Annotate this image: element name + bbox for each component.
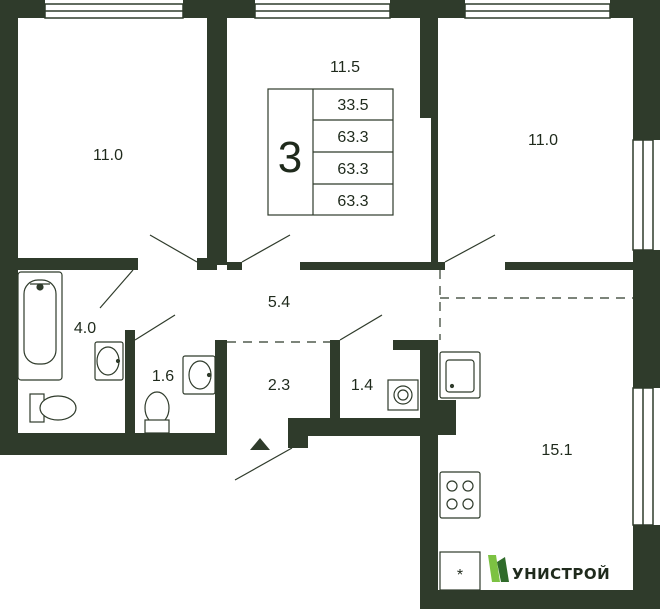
wall-laundry-top bbox=[393, 340, 428, 350]
room-labels: 11.0 11.5 11.0 5.4 4.0 1.6 2.3 1.4 15.1 bbox=[74, 59, 573, 459]
door-toilet bbox=[134, 314, 176, 341]
wall-hall-step bbox=[288, 418, 308, 448]
brand-name: УНИСТРОЙ bbox=[512, 564, 610, 583]
room-area-kitchen: 15.1 bbox=[541, 442, 572, 459]
kitchen-sink-icon bbox=[439, 351, 481, 399]
wall-center-right-top bbox=[420, 18, 438, 118]
door-bedroom-center bbox=[241, 234, 291, 263]
entrance-marker-icon bbox=[250, 438, 270, 450]
wall-toilet-hall bbox=[215, 340, 227, 455]
wall-top-seg-2 bbox=[183, 0, 255, 18]
room-area-bedroom-center: 11.5 bbox=[330, 59, 360, 76]
wall-bottom-left bbox=[0, 433, 215, 455]
wall-top-seg-1 bbox=[0, 0, 45, 18]
wall-right-seg-2 bbox=[633, 250, 660, 388]
wall-h-center bbox=[300, 262, 445, 270]
toilet-room-toilet-icon bbox=[144, 391, 170, 434]
rooms-count: 3 bbox=[278, 133, 302, 182]
door-entrance bbox=[234, 447, 293, 481]
bathroom-sink-icon bbox=[94, 341, 124, 381]
door-bedroom-right bbox=[444, 234, 496, 263]
door-bathroom bbox=[99, 269, 134, 309]
wall-h-left bbox=[18, 258, 138, 270]
room-area-toilet: 1.6 bbox=[152, 368, 174, 385]
room-area-hall: 2.3 bbox=[268, 377, 290, 394]
wall-outer-left bbox=[0, 0, 18, 455]
brand-logo: УНИСТРОЙ bbox=[488, 555, 610, 583]
fixtures bbox=[17, 271, 481, 591]
wall-bath-toilet bbox=[125, 330, 135, 440]
toilet-room-sink-icon bbox=[182, 355, 216, 395]
door-laundry bbox=[339, 314, 383, 341]
room-area-bathroom: 4.0 bbox=[74, 320, 96, 337]
bathtub-icon bbox=[17, 271, 63, 381]
wall-kitchen-stub bbox=[438, 400, 456, 435]
wall-bedroom-left-right bbox=[207, 18, 227, 265]
wall-hall-laundry bbox=[330, 340, 340, 435]
wall-bottom-kitchen bbox=[420, 590, 660, 609]
wall-kitchen-left bbox=[420, 340, 438, 609]
fridge-asterisk: * bbox=[457, 567, 463, 584]
apartment-info-box: 3 33.5 63.3 63.3 63.3 bbox=[267, 88, 394, 216]
washing-machine-icon bbox=[387, 379, 419, 411]
wall-top-seg-3 bbox=[390, 0, 465, 18]
area-value-4: 63.3 bbox=[337, 193, 368, 210]
room-area-corridor: 5.4 bbox=[268, 294, 290, 311]
wall-h-right bbox=[505, 262, 633, 270]
room-area-bedroom-right: 11.0 bbox=[528, 132, 558, 149]
area-value-1: 33.5 bbox=[337, 97, 368, 114]
zone-boundaries bbox=[227, 270, 633, 343]
wall-h-center-stub bbox=[227, 262, 242, 270]
area-value-2: 63.3 bbox=[337, 129, 368, 146]
wall-stub-a bbox=[197, 258, 217, 270]
windows bbox=[44, 3, 654, 526]
brand-mark-icon bbox=[488, 555, 509, 582]
area-value-3: 63.3 bbox=[337, 161, 368, 178]
room-area-bedroom-left: 11.0 bbox=[93, 147, 123, 164]
door-swings bbox=[99, 234, 496, 481]
wall-bottom-hall bbox=[290, 418, 435, 436]
fridge-icon bbox=[439, 551, 481, 591]
room-area-laundry: 1.4 bbox=[351, 377, 373, 394]
bathroom-toilet-icon bbox=[29, 393, 77, 423]
wall-center-right-thin bbox=[431, 118, 438, 268]
door-bedroom-left bbox=[149, 234, 198, 263]
stove-icon bbox=[439, 471, 481, 519]
wall-right-seg-1 bbox=[633, 0, 660, 140]
